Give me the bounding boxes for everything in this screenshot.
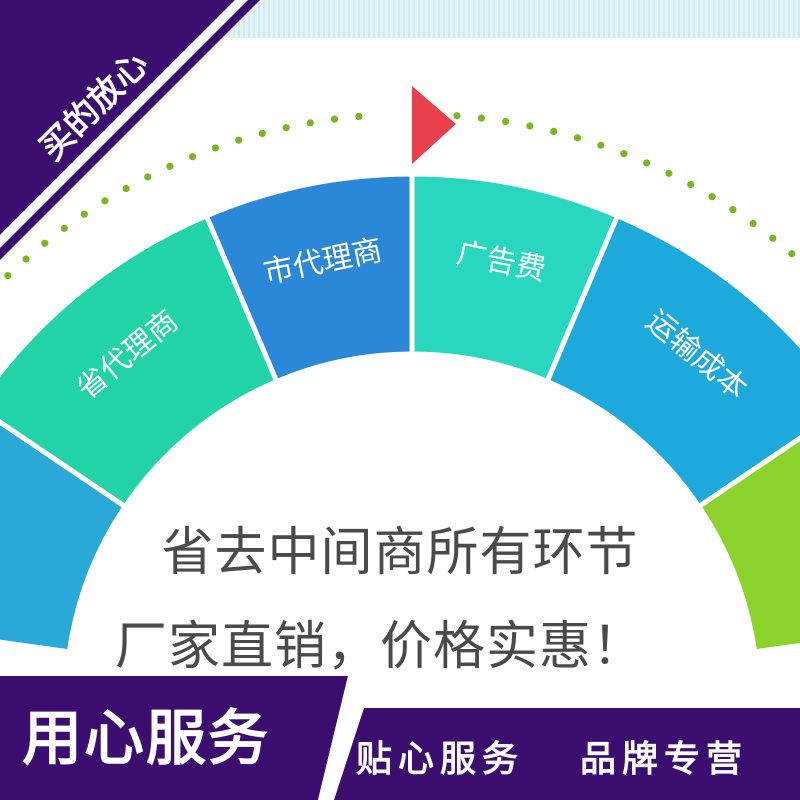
arc-dot <box>749 219 757 228</box>
arc-dot <box>4 272 12 280</box>
arc-dot <box>144 173 152 181</box>
pointer-arrow-icon <box>412 86 456 164</box>
headline-line-2: 厂家直销，价格实惠！ <box>114 617 645 677</box>
arc-dot <box>788 250 796 258</box>
arc-dot <box>453 112 461 120</box>
arc-dot <box>665 169 673 177</box>
arc-dot <box>477 114 485 122</box>
arc-dot <box>166 162 174 170</box>
arc-dot <box>597 141 605 149</box>
footer-slogan-2: 品牌专营 <box>580 739 749 780</box>
arc-dot <box>729 206 737 214</box>
arc-dot <box>306 119 314 127</box>
wheel-segment <box>0 419 129 655</box>
arc-dot <box>708 193 716 201</box>
arc-dot <box>60 224 68 232</box>
headline-line-1: 省去中间商所有环节 <box>161 523 639 583</box>
arc-dot <box>41 239 49 247</box>
arc-dot <box>235 136 243 144</box>
arc-dot <box>211 144 220 152</box>
arc-dot <box>687 180 695 189</box>
arc-dot <box>769 234 777 242</box>
wheel-segment <box>695 435 800 655</box>
footer-slogan-1: 贴心服务 <box>356 739 525 780</box>
arc-dot <box>620 150 628 158</box>
arc-dot <box>330 115 339 123</box>
arc-dot <box>80 210 88 218</box>
arc-dot <box>643 159 651 167</box>
arc-dot <box>502 117 510 126</box>
footer-bar <box>0 676 800 800</box>
corner-ribbon: 买的放心 <box>0 0 260 260</box>
arc-dot <box>573 134 582 142</box>
arc-dot <box>282 124 290 132</box>
arc-dot <box>188 153 197 161</box>
arc-dot <box>355 112 363 121</box>
wheel-segments <box>0 171 800 655</box>
arc-dot <box>122 184 130 193</box>
footer-title: 用心服务 <box>22 704 270 774</box>
dotted-arc <box>4 112 796 280</box>
arc-dot <box>550 127 558 136</box>
arc-dot <box>22 255 30 263</box>
arc-dot <box>101 197 109 205</box>
arc-dot <box>526 122 534 130</box>
wheel-segment <box>543 212 800 510</box>
arc-dot <box>258 129 266 138</box>
